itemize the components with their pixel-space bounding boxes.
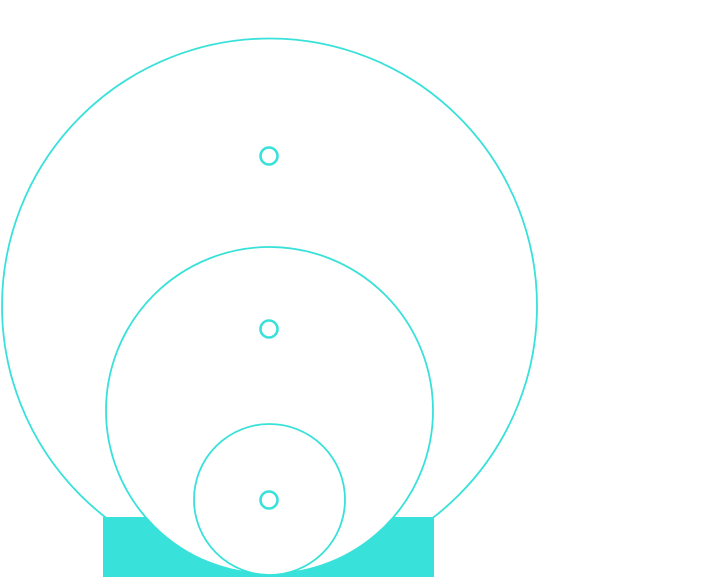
top-marker-ring [259, 146, 279, 166]
middle-marker-ring [259, 319, 279, 339]
bottom-marker-ring [259, 490, 279, 510]
